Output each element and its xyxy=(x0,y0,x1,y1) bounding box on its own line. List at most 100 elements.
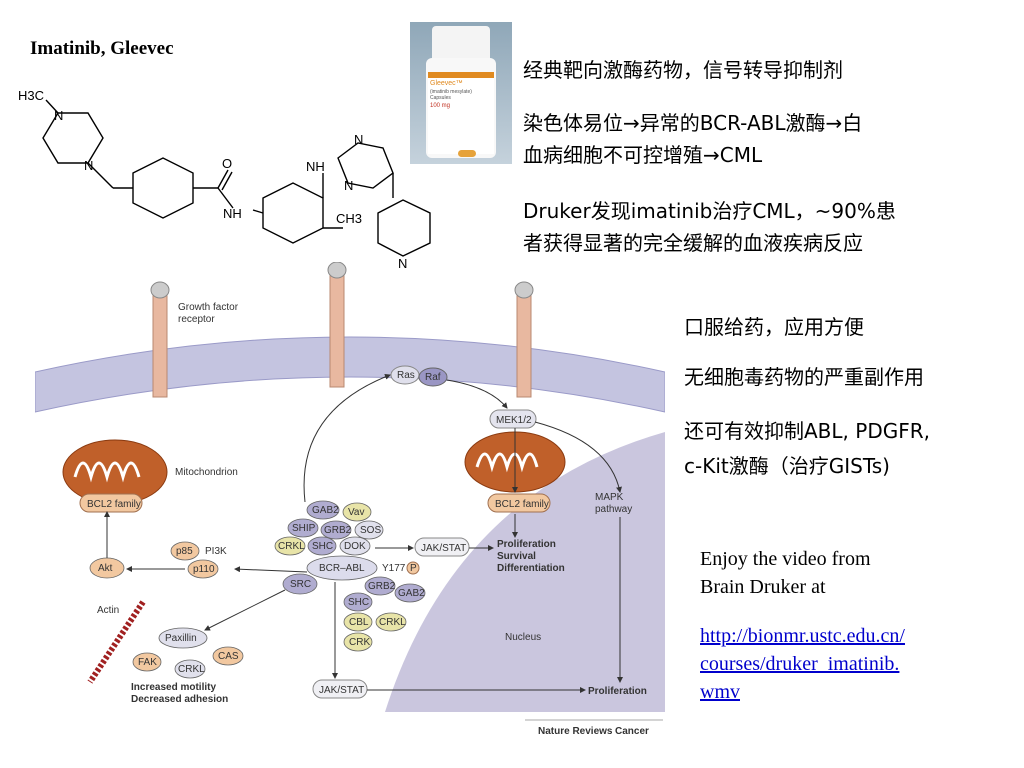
bottle-cap xyxy=(432,26,490,58)
bullet-line-3: 血病细胞不可控增殖→CML xyxy=(523,143,763,167)
video-link-3[interactable]: wmv xyxy=(700,681,740,703)
label-dok: DOK xyxy=(344,541,366,552)
video-line-1: Enjoy the video from xyxy=(700,548,871,570)
node-p85 xyxy=(170,541,200,561)
video-line-2: Brain Druker at xyxy=(700,576,826,598)
label-receptor: receptor xyxy=(178,314,215,325)
receptor-mid xyxy=(329,271,345,388)
node-crkl-b xyxy=(375,612,407,632)
bullet-no-toxicity: 无细胞毒药物的严重副作用 xyxy=(684,365,924,389)
label-ras: Ras xyxy=(397,370,415,381)
label-fak: FAK xyxy=(138,657,157,668)
label-akt: Akt xyxy=(98,563,113,574)
bullet-line-1: 经典靶向激酶药物，信号转导抑制剂 xyxy=(523,58,843,82)
label-bcr-abl: BCR–ABL xyxy=(319,563,365,574)
gleevec-bottle-photo: Gleevec™ (imatinib mesylate) Capsules 10… xyxy=(410,22,512,164)
node-jakstat-2 xyxy=(312,679,368,699)
credit-section: Cancer xyxy=(615,726,649,737)
bullet-line-4: Druker发现imatinib治疗CML，~90%患 xyxy=(523,199,896,223)
label-survival: Survival xyxy=(497,551,536,562)
node-shc-b xyxy=(343,592,373,612)
label-src: SRC xyxy=(290,579,311,590)
node-crkl xyxy=(274,536,306,556)
label-grb2: GRB2 xyxy=(324,525,352,536)
node-jakstat xyxy=(414,537,470,557)
credit-journal: Nature Reviews xyxy=(538,726,613,737)
node-vav xyxy=(342,502,372,522)
label-growth-factor: Growth factor xyxy=(178,302,239,313)
ligand-mid xyxy=(327,262,347,279)
chem-nh2: NH xyxy=(306,159,325,174)
label-crk: CRK xyxy=(349,637,370,648)
node-ship xyxy=(287,518,319,538)
chem-n3: N xyxy=(354,132,363,147)
label-shc: SHC xyxy=(312,541,333,552)
node-p110 xyxy=(187,559,219,579)
node-grb2-b xyxy=(364,576,396,596)
node-gab2-b xyxy=(394,583,426,603)
bottle-label: Gleevec™ (imatinib mesylate) Capsules 10… xyxy=(428,72,494,154)
video-link-1[interactable]: http://bionmr.ustc.edu.cn/ xyxy=(700,625,905,647)
chem-n2: N xyxy=(84,158,93,173)
bullet-line-5: 者获得显著的完全缓解的血液疾病反应 xyxy=(523,231,863,255)
node-sos xyxy=(354,520,384,540)
node-raf xyxy=(418,367,448,387)
node-fak xyxy=(132,652,162,672)
chem-h3c: H3C xyxy=(18,88,44,103)
chem-ch3: CH3 xyxy=(336,211,362,226)
actin-filament xyxy=(87,600,146,684)
node-crk xyxy=(343,632,373,652)
ligand-left xyxy=(150,281,170,299)
label-shc-b: SHC xyxy=(348,597,369,608)
label-mitochondrion: Mitochondrion xyxy=(175,467,238,478)
label-pathway: pathway xyxy=(595,504,632,515)
label-nucleus: Nucleus xyxy=(505,632,541,643)
node-crkl-c xyxy=(174,659,206,679)
receptor-left xyxy=(152,291,168,398)
chem-nh1: NH xyxy=(223,206,242,221)
node-shc xyxy=(307,536,337,556)
nucleus-shape xyxy=(385,432,665,712)
node-gab2 xyxy=(306,500,340,520)
label-ship: SHIP xyxy=(292,523,316,534)
label-jakstat: JAK/STAT xyxy=(421,543,466,554)
label-p85: p85 xyxy=(176,546,193,557)
label-differentiation: Differentiation xyxy=(497,563,565,574)
label-cas: CAS xyxy=(218,651,239,662)
chem-n5: N xyxy=(398,256,407,271)
capsule xyxy=(458,150,476,157)
bullet-inhibits: 还可有效抑制ABL, PDGFR, xyxy=(684,419,930,443)
label-bcl2-right: BCL2 family xyxy=(495,499,549,510)
label-gab2-b: GAB2 xyxy=(398,588,425,599)
label-crkl: CRKL xyxy=(278,541,305,552)
bcr-abl-pathway-figure: Growth factor receptor Ras Raf MEK1/2 Mi… xyxy=(35,262,665,737)
label-jakstat-2: JAK/STAT xyxy=(319,685,364,696)
label-sos: SOS xyxy=(360,525,381,536)
label-proliferation-2: Proliferation xyxy=(588,686,647,697)
bullet-ckit: c-Kit激酶（治疗GISTs) xyxy=(684,454,890,478)
node-src xyxy=(282,573,318,595)
label-y177: Y177 xyxy=(382,563,406,574)
bottle-generic: (imatinib mesylate) xyxy=(430,89,472,95)
imatinib-structure: H3C N N O NH NH CH3 N N N xyxy=(18,88,431,271)
label-vav: Vav xyxy=(348,507,365,518)
chem-n1: N xyxy=(54,108,63,123)
node-dok xyxy=(339,536,371,556)
label-grb2-b: GRB2 xyxy=(368,581,396,592)
node-bcl2-right xyxy=(487,493,551,513)
label-mapk: MAPK xyxy=(595,492,624,503)
label-gab2: GAB2 xyxy=(312,505,339,516)
label-motility: Increased motility xyxy=(131,682,216,693)
cell-membrane xyxy=(35,336,665,413)
node-bcl2-left xyxy=(79,493,143,513)
label-adhesion: Decreased adhesion xyxy=(131,694,228,705)
node-mek xyxy=(489,409,537,429)
video-link-2[interactable]: courses/druker_imatinib. xyxy=(700,653,900,675)
label-cbl: CBL xyxy=(349,617,369,628)
receptor-right xyxy=(516,291,532,398)
label-paxillin: Paxillin xyxy=(165,633,197,644)
label-proliferation: Proliferation xyxy=(497,539,556,550)
node-phospho xyxy=(406,561,420,575)
bullet-oral: 口服给药，应用方便 xyxy=(684,315,864,339)
node-paxillin xyxy=(158,627,208,649)
